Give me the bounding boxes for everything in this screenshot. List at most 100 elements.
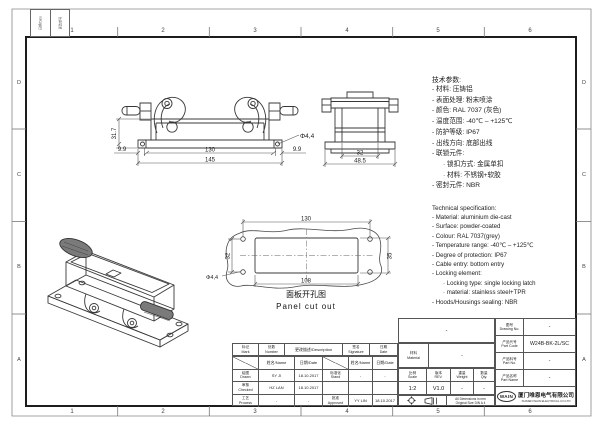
checked-name: HZ LAN [259, 382, 295, 395]
dim-height: 31.7 [112, 127, 118, 139]
part-name-value: - [524, 370, 575, 387]
empty-cell [349, 382, 373, 395]
standard-name: - [349, 369, 373, 382]
process-name: - [259, 394, 295, 407]
zone-number: 6 [528, 409, 532, 415]
empty-cell [373, 382, 397, 395]
note-line: - Surface: powder-coated [432, 223, 501, 231]
note-line: - Colour: RAL 7037(grey) [432, 232, 500, 240]
front-view-drawing: 31.7 9.9 130 145 9.9 Φ4,4 [112, 85, 315, 185]
material-value: - [461, 352, 463, 359]
technical-notes-en: Technical specification: - Material: alu… [432, 205, 574, 307]
projection-note-row: All Dimensions in mm Original Size DIN A… [398, 395, 495, 406]
titleblock-top-cell: - [398, 318, 495, 343]
note-line: - Temperature range: -40℃ – +125℃ [432, 242, 534, 250]
description-header: 更改描述/Description [285, 344, 343, 356]
empty-cell [323, 382, 349, 395]
note-line: · material: stainless steel+TPR [443, 289, 526, 297]
note-line: - 温度范围: -40℃ – +125℃ [432, 118, 513, 126]
note-line: - 出线方向: 底部出线 [432, 139, 493, 147]
isometric-view-drawing [36, 224, 214, 350]
note-line: · 材料: 不锈钢+软胶 [443, 171, 501, 179]
part-no-value: - [524, 353, 575, 370]
zone-number: 1 [70, 28, 74, 34]
notes-en-title: Technical specification: [432, 205, 497, 212]
zone-letter: A [17, 357, 21, 363]
corner-cell: 日期/Date [31, 10, 51, 36]
zone-number: 2 [161, 409, 165, 415]
zone-number: 4 [345, 28, 349, 34]
technical-notes-cn: 技术参数: - 材料: 压铸铝 - 表面处理: 粉末喷涂 - 颜色: RAL 7… [432, 74, 574, 192]
approved-date: 18.10.2017 [374, 398, 396, 404]
note-line: - 联锁元件: [432, 150, 465, 158]
date-header: 日期/Date [373, 357, 397, 370]
dim-left: 9.9 [118, 147, 127, 153]
note-line: - 防护等级: IP67 [432, 128, 480, 136]
note-line: - Degree of protection: IP67 [432, 251, 507, 259]
panel-cutout-drawing: 130 32 35 108 Φ4,4 面板开孔图 Panel cut out [206, 217, 394, 312]
dim-bottom: 108 [301, 279, 312, 285]
corner-cell: 更改单号 [58, 16, 63, 30]
company-name-cn: 厦门唯恩电气有限公司 [518, 392, 574, 399]
dim-overall: 145 [205, 158, 216, 164]
note-line: · 锁扣方式: 金属单扣 [443, 160, 504, 168]
note-line: - 颜色: RAL 7037 (灰色) [432, 107, 502, 115]
projection-method-icon [424, 397, 438, 405]
zone-number: 1 [70, 409, 74, 415]
notes-cn-title: 技术参数: [432, 77, 462, 84]
zone-number: 6 [528, 28, 532, 34]
projection-symbols [399, 396, 447, 405]
zone-number: 3 [253, 409, 257, 415]
note-line: - 材料: 压铸铝 [432, 86, 473, 93]
zone-letter: D [17, 80, 21, 86]
zone-letter: C [17, 172, 21, 178]
note-line: - 表面处理: 粉末喷涂 [432, 96, 493, 104]
process-date: - [295, 394, 323, 407]
note-line: - 密封元件: NBR [432, 182, 480, 190]
zone-number: 2 [161, 28, 165, 34]
company-name-en: XIAMEN WAIN ELECTRICAL CO.LTD [521, 398, 571, 403]
panel-cutout-label-en: Panel cut out [276, 302, 336, 311]
diagonal-cell [233, 357, 259, 370]
zone-letter: D [582, 80, 586, 86]
drawn-name: SY JI [259, 369, 295, 382]
drawn-date: 18.10.2017 [295, 369, 323, 382]
note-line: - Cable entry: bottom entry [432, 261, 505, 269]
weight-value: - [451, 382, 474, 395]
dim-overall: 48.5 [354, 159, 366, 165]
dim-right: 9.9 [293, 147, 302, 153]
dim-left: 32 [226, 252, 232, 259]
note-line: - Material: aluminium die-cast [432, 214, 512, 221]
side-view-drawing: 32 48.5 [315, 86, 400, 178]
note-line: · Locking type: single locking latch [443, 279, 536, 287]
corner-revision-strip: 日期/Date 更改单号 [30, 9, 70, 37]
scale-value: 1:2 [399, 382, 427, 395]
zone-letter: C [582, 172, 586, 178]
name-header: 姓名/Name [349, 357, 373, 370]
date-header: 日期/Date [295, 357, 323, 370]
zone-number: 5 [436, 28, 440, 34]
